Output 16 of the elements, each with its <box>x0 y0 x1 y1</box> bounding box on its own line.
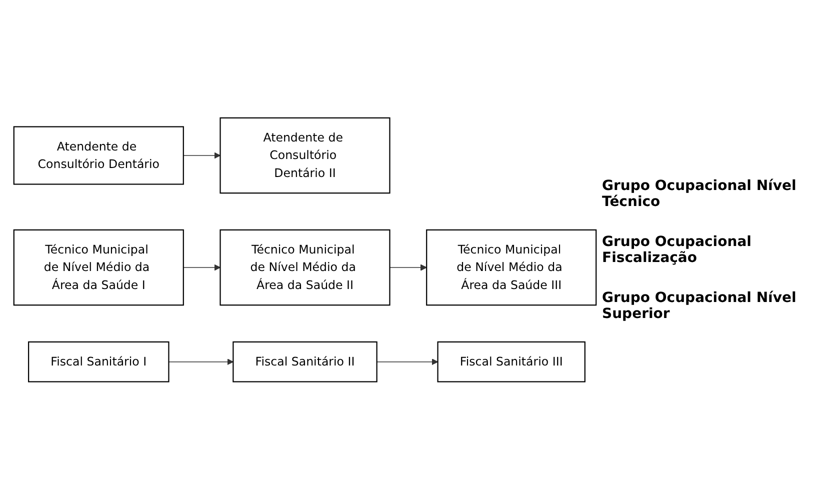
arrow <box>168 358 234 366</box>
node-box: Técnico Municipal de Nível Médio da Área da Saúde I <box>13 230 184 306</box>
node-box: Atendente de Consultório Dentário II <box>220 118 390 194</box>
node-box: Fiscal Sanitário II <box>232 342 378 382</box>
node-box: Atendente de Consultório Dentário <box>13 126 184 185</box>
node-box: Fiscal Sanitário III <box>437 342 586 382</box>
node-box: Técnico Municipal de Nível Médio da Área da Saúde III <box>426 230 597 306</box>
arrow <box>183 264 221 271</box>
node-box: Fiscal Sanitário I <box>28 342 170 382</box>
group-heading: Grupo Ocupacional Nível Técnico <box>602 178 798 210</box>
group-heading: Grupo Ocupacional Fiscalização <box>602 234 752 266</box>
group-heading: Grupo Ocupacional Nível Superior <box>602 290 798 322</box>
node-box: Técnico Municipal de Nível Médio da Área da Saúde II <box>220 230 390 306</box>
arrow <box>183 152 221 159</box>
arrow <box>389 264 427 271</box>
arrow <box>376 358 438 366</box>
